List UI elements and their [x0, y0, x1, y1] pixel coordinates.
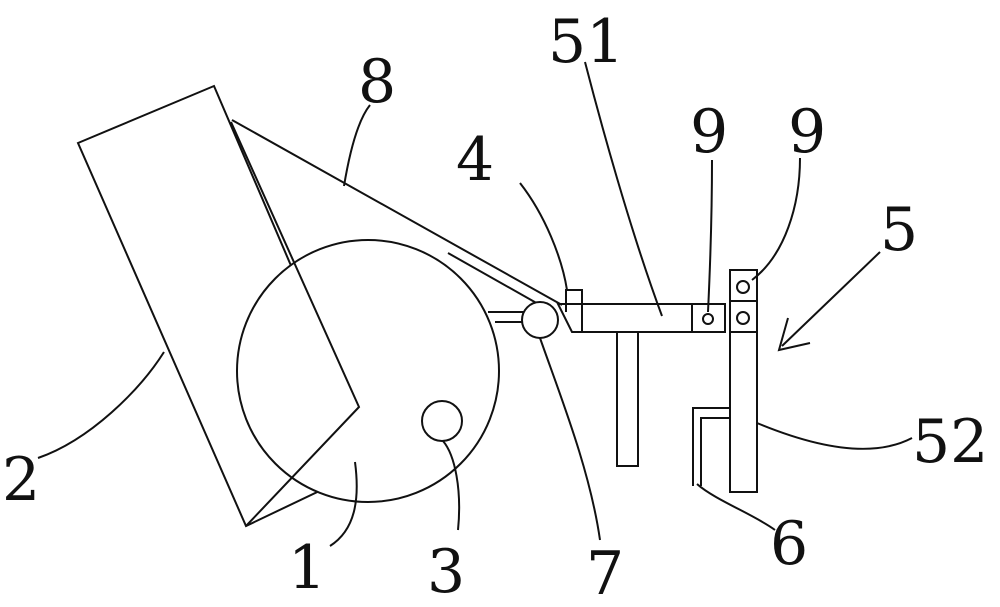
label-9-right: 9 [788, 97, 826, 167]
label-7: 7 [586, 539, 624, 607]
leader-4 [520, 183, 567, 290]
part-51-bar [558, 304, 692, 332]
part-7-pivot [522, 302, 558, 338]
leader-9-right [752, 158, 800, 280]
leader-6 [697, 484, 775, 530]
label-6: 6 [770, 509, 808, 579]
part-5-arrow-shaft [782, 252, 880, 346]
label-4: 4 [456, 125, 494, 195]
leader-2 [38, 352, 164, 458]
leader-52 [757, 423, 912, 449]
part-9-hole-left [703, 314, 713, 324]
part-9-hole-right-top [737, 281, 749, 293]
label-9-left: 9 [690, 97, 728, 167]
label-52: 52 [912, 407, 988, 477]
part-52-post [730, 270, 757, 492]
leader-7 [540, 338, 600, 540]
label-51: 51 [548, 7, 624, 77]
part-9-hole-right-bottom [737, 312, 749, 324]
vertical-stub [617, 332, 638, 466]
part-6-clip [693, 408, 730, 486]
leader-8 [344, 105, 370, 186]
label-5: 5 [880, 195, 918, 265]
label-8: 8 [358, 47, 396, 117]
label-3: 3 [427, 537, 465, 607]
part-1-drum [237, 240, 499, 502]
leader-51 [585, 62, 662, 316]
label-2: 2 [2, 445, 40, 515]
part-6-clip-inner [701, 418, 730, 486]
label-1: 1 [288, 533, 326, 603]
leader-9-left [708, 160, 712, 312]
